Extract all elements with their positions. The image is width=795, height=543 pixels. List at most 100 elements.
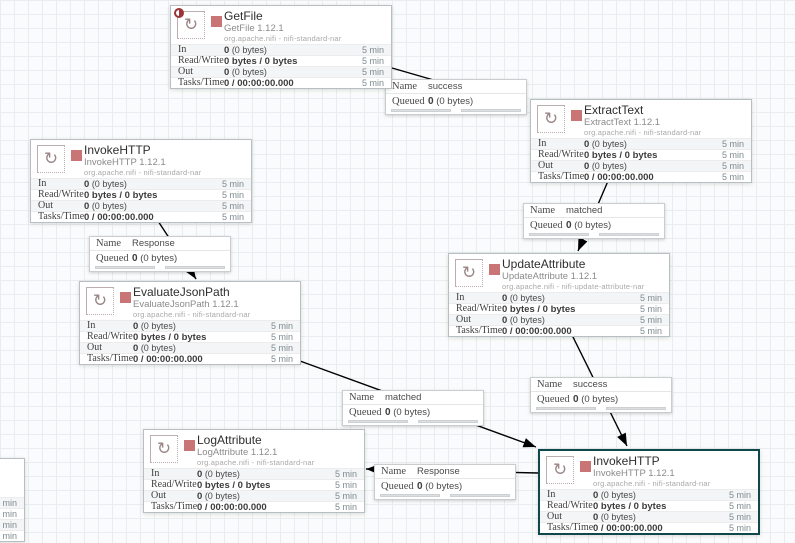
stat-label-tasks-time: Tasks/Time [538,171,585,182]
backpressure-size-bar [450,494,510,497]
stat-window: 5 min [0,520,17,530]
connection-name-key: Name [349,392,375,403]
backpressure-size-bar [461,109,521,112]
stat-row-read-write: Read/Write 0 bytes / 0 bytes 5 min [144,479,364,490]
connection-label[interactable]: Name Response Queued 0 (0 bytes) [89,236,231,272]
processor-title-block: LogAttribute LogAttribute 1.12.1 org.apa… [197,433,314,468]
connection-name-key: Name [96,238,122,249]
stat-row-read-write: Read/Write 0 bytes / 0 bytes 5 min [540,500,758,511]
processor[interactable]: ↻ EvaluateJsonPath EvaluateJsonPath 1.12… [79,281,301,365]
processor-header: ↻ GetFile GetFile 1.12.1 org.apache.nifi… [171,6,391,44]
connection-queued-row: Queued 0 (0 bytes) [531,392,671,406]
stat-row-in: In 0 (0 bytes) 5 min [31,178,251,189]
processor-name: LogAttribute [197,433,262,447]
stat-label-in: In [151,468,160,479]
connection-queued-key: Queued [349,406,382,418]
connection-queued-row: Queued 0 (0 bytes) [90,251,230,265]
processor[interactable]: ↻ InvokeHTTP InvokeHTTP 1.12.1 org.apach… [538,449,760,535]
stat-value-read-write: 0 bytes / 0 bytes [84,189,158,201]
connection-queued-value: 0 (0 bytes) [428,95,474,107]
stat-value-read-write: 0 bytes / 0 bytes [197,479,271,491]
processor-name: InvokeHTTP [84,143,151,157]
stat-label-in: In [38,178,47,189]
stat-label-out: Out [547,511,562,522]
stat-row-out: Out 0 (0 bytes) 5 min [144,490,364,501]
connection-queued-row: Queued 0 (0 bytes) [524,218,664,232]
stat-row-out: Out 5 min [0,519,24,530]
stat-window: 5 min [221,212,244,222]
connection-queued-key: Queued [392,95,425,107]
stat-row-out: Out 0 (0 bytes) 5 min [449,314,669,325]
stat-label-read-write: Read/Write [178,55,224,66]
backpressure-object-bar [348,420,408,423]
stat-window: 5 min [728,501,751,511]
stat-value-tasks-time: 0 / 00:00:00.000 [502,325,572,337]
processor[interactable]: ↻ LogAttribute LogAttribute 1.12.1 org.a… [143,429,365,513]
processor[interactable]: ↻ GetFile GetFile 1.12.1 org.apache.nifi… [170,5,392,89]
stat-row-in: In 0 (0 bytes) 5 min [449,292,669,303]
backpressure-object-bar [529,233,589,236]
stat-label-read-write: Read/Write [87,331,133,342]
connection-name-key: Name [392,81,418,92]
stat-value-in: 0 (0 bytes) [593,489,636,501]
stopped-status-icon [184,440,195,451]
stat-window: 5 min [0,531,17,541]
processor[interactable]: ↻ UpdateAttribute UpdateAttribute 1.12.1… [448,253,670,337]
stat-label-read-write: Read/Write [547,500,593,511]
processor[interactable]: ↻ InvokeHTTP InvokeHTTP 1.12.1 org.apach… [30,139,252,223]
stat-window: 5 min [334,469,357,479]
connection-queued-value: 0 (0 bytes) [566,219,612,231]
stat-value-tasks-time: 0 / 00:00:00.000 [197,501,267,513]
backpressure-bars [90,265,230,271]
stat-label-tasks-time: Tasks/Time [178,77,225,88]
backpressure-size-bar [165,266,225,269]
connection-queued-row: Queued 0 (0 bytes) [386,94,526,108]
stat-window: 5 min [639,315,662,325]
backpressure-size-bar [418,420,478,423]
connection-label[interactable]: Name success Queued 0 (0 bytes) [385,79,527,115]
connection-queued-key: Queued [381,480,414,492]
processor-header: ↻ ExtractText ExtractText 1.12.1 org.apa… [531,100,751,138]
stat-row-tasks-time: Tasks/Time 0 / 00:00:00.000 5 min [144,501,364,512]
connection-name-row: Name success [531,378,671,392]
processor-icon: ↻ [86,287,114,315]
processor[interactable]: ↻ ExtractText ExtractText 1.12.1 org.apa… [530,99,752,183]
processor-title-block: EvaluateJsonPath EvaluateJsonPath 1.12.1… [133,285,250,320]
processor-type-version: EvaluateJsonPath 1.12.1 [133,299,239,310]
stat-label-in: In [547,489,556,500]
stat-value-read-write: 0 bytes / 0 bytes [224,55,298,67]
stopped-status-icon [571,110,582,121]
connection-label[interactable]: Name matched Queued 0 (0 bytes) [342,390,484,426]
processor-bundle: org.apache.nifi - nifi-standard-nar [197,458,315,467]
processor[interactable]: ↻ In 5 min Read/Write 5 min Out 5 min [0,458,25,542]
stat-row-tasks-time: Tasks/Time 5 min [0,530,24,541]
stat-value-read-write: 0 bytes / 0 bytes [593,500,667,512]
processor-icon: ↻ [546,456,574,484]
stopped-status-icon [120,292,131,303]
connection-label[interactable]: Name Response Queued 0 (0 bytes) [374,464,516,500]
stat-row-in: In 0 (0 bytes) 5 min [144,468,364,479]
processor-name: UpdateAttribute [502,257,586,271]
stat-window: 5 min [361,45,384,55]
connection-queued-row: Queued 0 (0 bytes) [343,405,483,419]
connection-label[interactable]: Name success Queued 0 (0 bytes) [530,377,672,413]
stat-row-read-write: Read/Write 0 bytes / 0 bytes 5 min [171,55,391,66]
stat-value-out: 0 (0 bytes) [84,200,127,212]
stat-value-in: 0 (0 bytes) [224,44,267,56]
connection-name-key: Name [530,205,556,216]
stat-window: 5 min [728,512,751,522]
stat-window: 5 min [221,201,244,211]
processor-name: GetFile [224,9,263,23]
stat-row-out: Out 0 (0 bytes) 5 min [171,66,391,77]
backpressure-bars [386,108,526,114]
stat-value-read-write: 0 bytes / 0 bytes [502,303,576,315]
backpressure-object-bar [380,494,440,497]
stat-label-tasks-time: Tasks/Time [87,353,134,364]
stat-value-out: 0 (0 bytes) [502,314,545,326]
connection-label[interactable]: Name matched Queued 0 (0 bytes) [523,203,665,239]
backpressure-object-bar [95,266,155,269]
processor-title-block: InvokeHTTP InvokeHTTP 1.12.1 org.apache.… [84,143,201,178]
stat-window: 5 min [361,67,384,77]
stat-label-out: Out [38,200,53,211]
